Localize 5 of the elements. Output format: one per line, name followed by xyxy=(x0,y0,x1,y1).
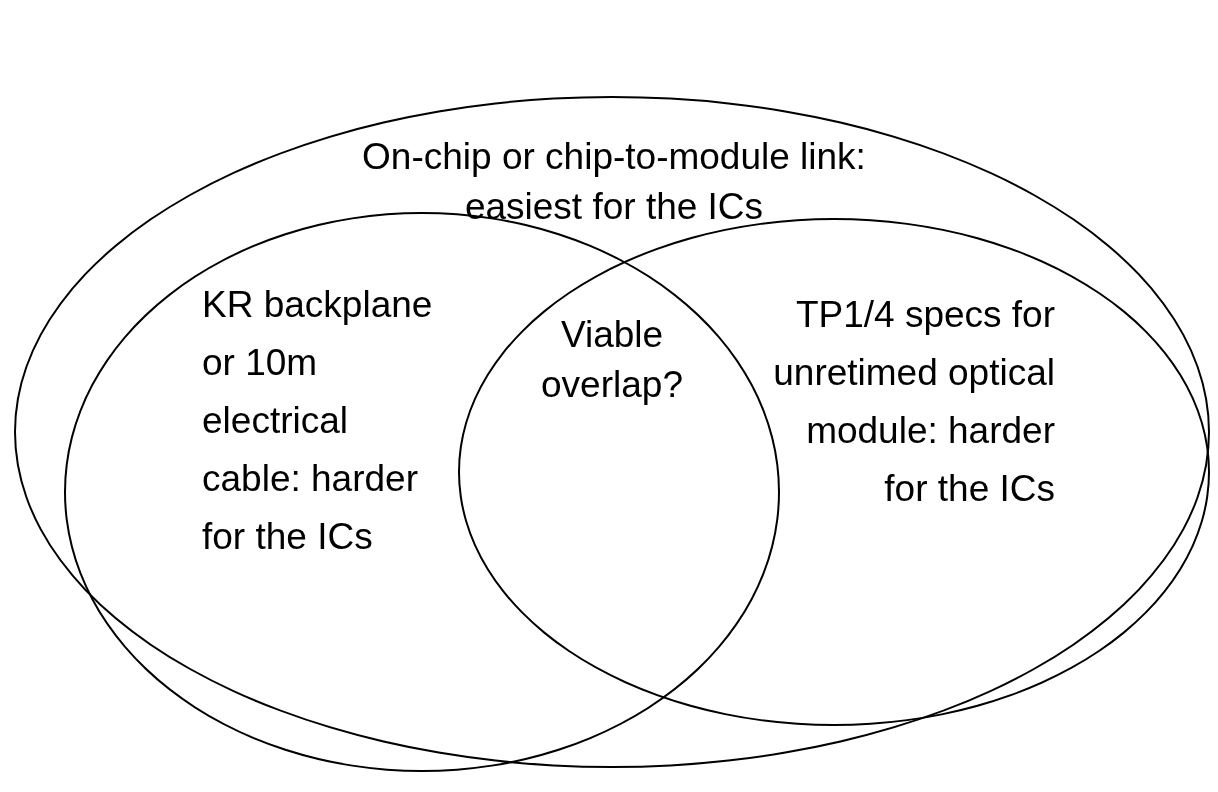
right-ellipse xyxy=(458,218,1210,726)
region-label: On-chip or chip-to-module link: easiest for the ICs xyxy=(361,135,867,229)
region-label: KR backplane or 10m electrical cable: harder for the ICs xyxy=(202,283,434,559)
overlap-label: Viable overlap? xyxy=(540,313,684,407)
region-label: TP1/4 specs for unretimed optical module: harder for the ICs xyxy=(772,293,1055,511)
